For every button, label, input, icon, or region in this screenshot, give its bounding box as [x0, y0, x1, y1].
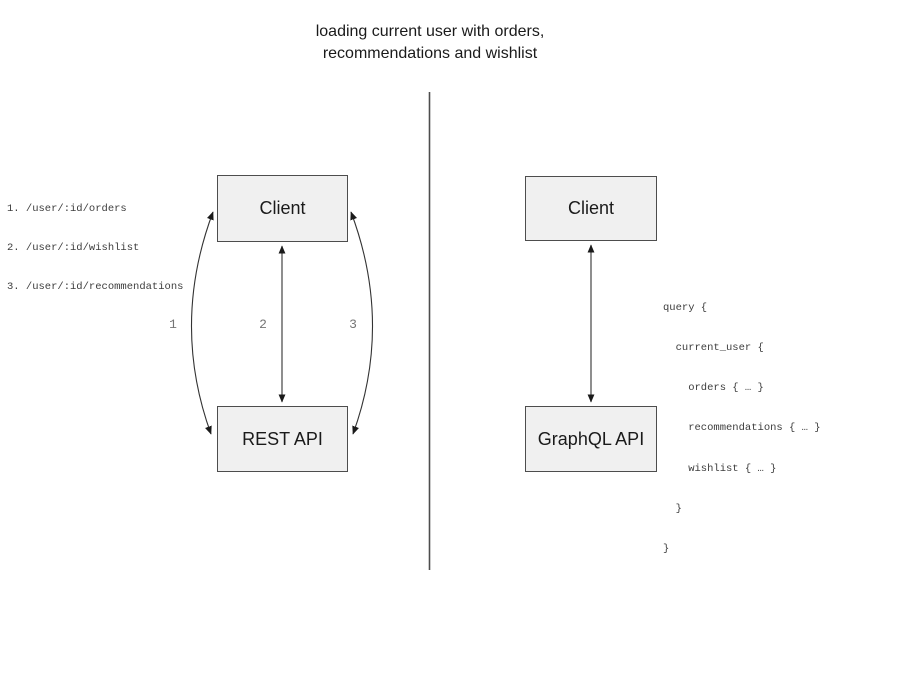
query-line-3: orders { … } [663, 382, 764, 395]
endpoint-recommendations: 3. /user/:id/recommendations [7, 281, 184, 293]
query-line-1: query { [663, 301, 708, 314]
rest-endpoint-list: 1. /user/:id/orders 2. /user/:id/wishlis… [7, 177, 183, 320]
title-line-2: recommendations and wishlist [322, 45, 538, 62]
query-line-2: current_user { [663, 342, 764, 355]
endpoint-wishlist: 2. /user/:id/wishlist [7, 242, 140, 254]
diagram-title: loading current user with orders, recomm… [130, 21, 730, 65]
query-line-7: } [663, 543, 670, 556]
rest-api-node-label: REST API [242, 428, 323, 449]
query-line-4: recommendations { … } [663, 422, 821, 435]
graphql-api-node: GraphQL API [525, 406, 657, 472]
graphql-query-snippet: query { current_user { orders { … } reco… [663, 275, 821, 583]
rest-arrow-3-curve [350, 211, 374, 435]
title-line-1: loading current user with orders, [315, 23, 545, 40]
arrow-label-2: 2 [259, 317, 267, 332]
client-node-graphql-label: Client [567, 198, 615, 218]
query-line-5: wishlist { … } [663, 462, 777, 475]
graphql-api-node-label: GraphQL API [537, 428, 645, 449]
client-node-rest-label: Client [259, 198, 306, 218]
rest-arrow-1-curve [190, 211, 214, 435]
client-node-rest: Client [217, 175, 348, 242]
query-line-6: } [663, 502, 682, 515]
arrow-label-3: 3 [349, 317, 357, 332]
client-node-graphql: Client [525, 176, 657, 241]
endpoint-orders: 1. /user/:id/orders [7, 203, 127, 215]
arrow-label-1: 1 [169, 317, 177, 332]
rest-api-node: REST API [217, 406, 348, 472]
